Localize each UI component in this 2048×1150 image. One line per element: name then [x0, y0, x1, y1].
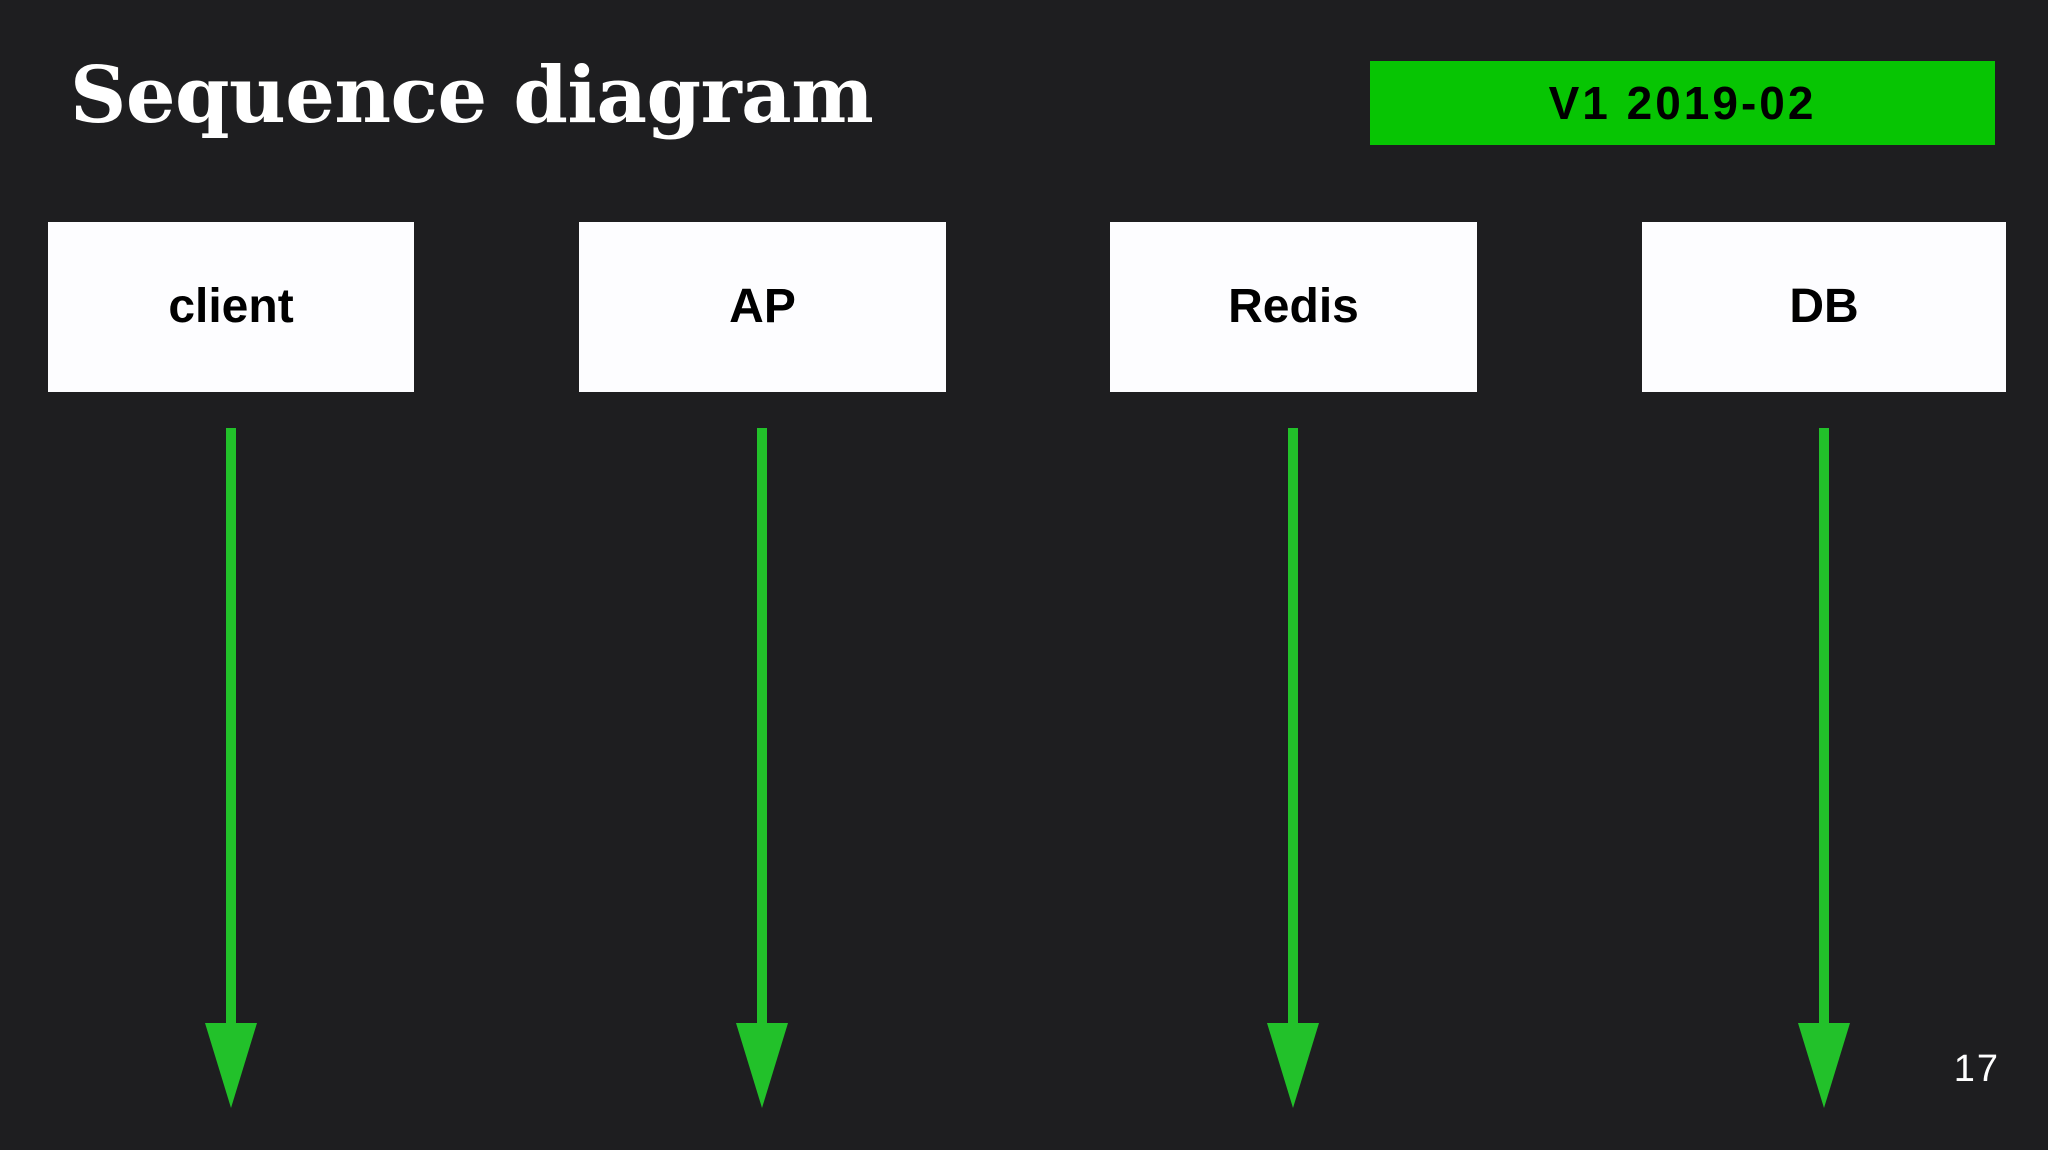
- lifeline-stem: [757, 428, 767, 1023]
- arrow-down-icon: [736, 1023, 788, 1108]
- participant-box: DB: [1642, 222, 2006, 392]
- arrow-down-icon: [1798, 1023, 1850, 1108]
- page-title: Sequence diagram: [70, 50, 874, 141]
- participant-box: AP: [579, 222, 946, 392]
- participant-box: client: [48, 222, 414, 392]
- participant-box: Redis: [1110, 222, 1477, 392]
- arrow-down-icon: [205, 1023, 257, 1108]
- arrow-down-icon: [1267, 1023, 1319, 1108]
- lifeline-stem: [226, 428, 236, 1023]
- lifeline-stem: [1819, 428, 1829, 1023]
- version-badge-label: V1 2019-02: [1548, 77, 1817, 129]
- lifeline-stem: [1288, 428, 1298, 1023]
- participant-label: client: [168, 280, 294, 333]
- page-number: 17: [1953, 1048, 2000, 1090]
- version-badge: V1 2019-02: [1370, 61, 1995, 145]
- participant-label: Redis: [1228, 280, 1359, 333]
- participant-label: AP: [729, 280, 796, 333]
- participant-label: DB: [1789, 280, 1859, 333]
